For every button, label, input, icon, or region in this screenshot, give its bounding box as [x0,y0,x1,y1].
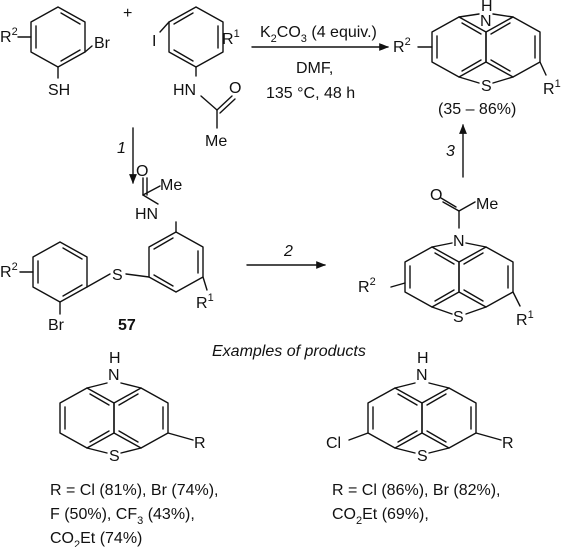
ac-s-label: S [453,309,464,326]
hn-label: HN [173,82,196,99]
reactant-bromothiophenol: R2 Br SH [0,6,111,99]
reactant-iodoacetanilide: I R1 HN O Me [152,6,241,150]
ex-right-line1: R = Cl (86%), Br (82%), [332,482,500,499]
sh-label: SH [48,82,70,99]
int-s-label: S [112,267,123,284]
condition-base: K2CO3 (4 equiv.) [260,24,377,45]
ex-right-line2: CO2Et (69%), [332,506,429,527]
compound-number-label: 57 [118,317,136,334]
int-r1-label: R1 [196,292,214,312]
n-h-label: N [480,13,492,30]
intermediate-57: O Me HN S Br R2 R1 57 [0,163,214,334]
top-reaction-arrow: K2CO3 (4 equiv.) DMF, 135 °C, 48 h [251,24,389,102]
ex-right-n-label: N [416,367,428,384]
product-acetylphenothiazine: O Me N S R2 R1 [358,187,534,329]
r1-label: R1 [222,28,240,48]
ex-left-line1: R = Cl (81%), Br (74%), [50,482,218,499]
ac-me-label: Me [476,196,498,213]
ex-right-s-label: S [417,448,428,465]
example-product-right: H N S Cl R [326,350,514,465]
ex-right-h-label: H [417,350,429,367]
ex-right-r-label: R [502,435,514,452]
ac-r1-label: R1 [516,309,534,329]
condition-temp-time: 135 °C, 48 h [266,85,355,102]
ex-left-line2: F (50%), CF3 (43%), [50,506,195,527]
o-label: O [229,80,241,97]
step1-label: 1 [117,140,126,157]
product-r2-label: R2 [393,36,411,56]
step3-label: 3 [446,143,455,160]
int-r2-label: R2 [0,261,18,281]
examples-right-caption: R = Cl (86%), Br (82%), CO2Et (69%), [332,482,500,527]
r2-label: R2 [0,26,18,46]
i-label: I [152,33,156,50]
s-label: S [481,78,492,95]
step2-label: 2 [283,243,293,260]
ex-left-h-label: H [109,350,121,367]
ac-n-label: N [453,233,465,250]
ex-right-cl-label: Cl [326,435,341,452]
ex-left-line3: CO2Et (74%) [50,530,142,547]
plus-sign: + [123,5,132,22]
int-br-label: Br [48,317,65,334]
condition-solvent: DMF, [296,60,333,77]
br-label: Br [94,35,111,52]
me-label: Me [205,133,227,150]
ex-left-r-label: R [194,435,206,452]
int-me-label: Me [160,177,182,194]
ac-o-label: O [430,187,442,204]
ex-left-s-label: S [109,448,120,465]
example-product-left: H N S R [59,350,206,465]
step-arrow-2: 2 [246,243,326,269]
h-label: H [481,0,493,15]
yield-range: (35 – 86%) [438,101,516,118]
step-arrow-1: 1 [117,127,137,184]
product-r1-label: R1 [543,78,561,98]
int-o-label: O [136,163,148,180]
examples-left-caption: R = Cl (81%), Br (74%), F (50%), CF3 (43… [50,482,218,547]
ex-left-n-label: N [108,367,120,384]
step-arrow-3: 3 [446,124,467,178]
ac-r2-label: R2 [358,276,376,296]
examples-title: Examples of products [212,343,366,360]
product-phenothiazine: H N S R2 R1 [393,0,561,98]
int-hn-label: HN [135,206,158,223]
